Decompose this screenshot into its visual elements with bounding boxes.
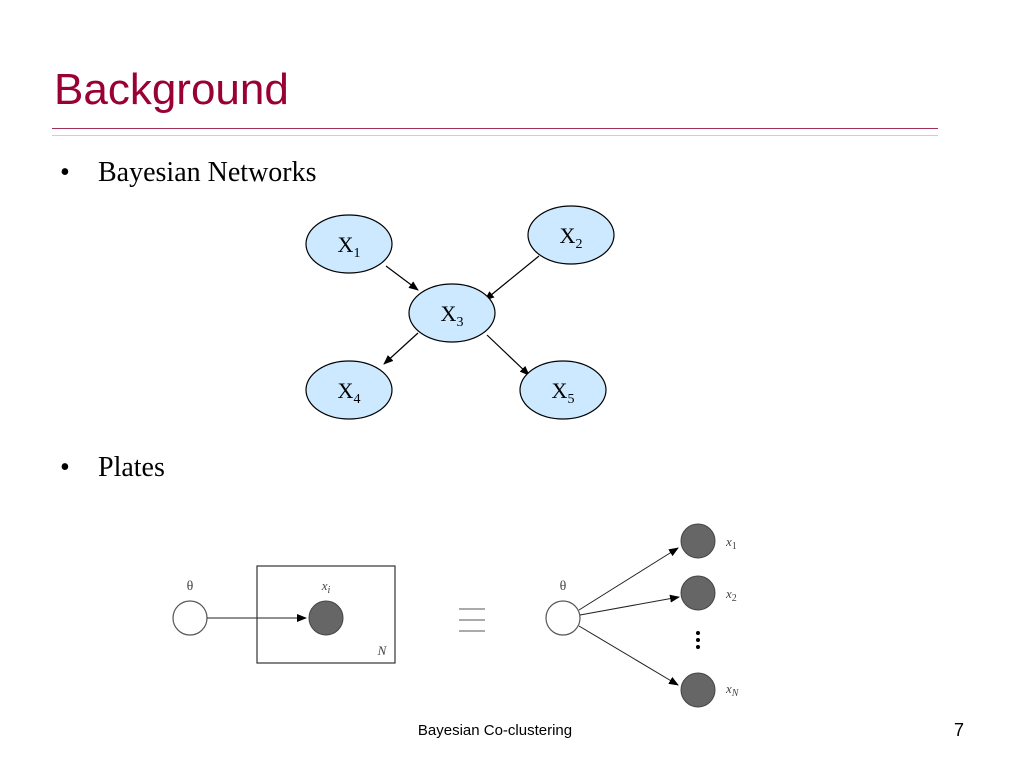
bullet-plates: • Plates	[60, 451, 165, 485]
bayes-node-x2: X2	[527, 205, 615, 265]
footer-title: Bayesian Co-clustering	[417, 722, 573, 739]
bayes-node-x3: X3	[408, 283, 496, 343]
bayes-node-x4: X4	[305, 360, 393, 420]
ellipsis-dots	[696, 631, 700, 649]
theta-label: θ	[187, 579, 194, 594]
bayes-node-x5: X5	[519, 360, 607, 420]
plate-box	[256, 565, 396, 664]
plate-diagram: θ xi N	[172, 565, 396, 664]
edge-x3-x4	[383, 332, 419, 365]
x1-label: x1	[725, 534, 737, 552]
bullet-bayesian-networks: • Bayesian Networks	[60, 156, 317, 190]
title-divider-top	[52, 128, 938, 129]
bullet-marker: •	[60, 452, 70, 483]
slide-title: Background	[54, 65, 289, 114]
theta-node	[172, 600, 208, 636]
bayes-net-edges	[383, 255, 540, 376]
xi-node	[308, 600, 344, 636]
plate-n-label: N	[377, 643, 388, 658]
bullet-text: Bayesian Networks	[98, 157, 317, 188]
node-ellipse	[305, 214, 393, 274]
edge-x2-x3	[484, 255, 540, 301]
node-ellipse	[408, 283, 496, 343]
node-label: X1	[338, 232, 361, 261]
node-label: X5	[552, 378, 575, 407]
page-number: 7	[953, 720, 964, 740]
bullet-marker: •	[60, 157, 70, 188]
bayes-node-x1: X1	[305, 214, 393, 274]
node-ellipse	[527, 205, 615, 265]
unrolled-diagram: θ x1 x2 xN	[545, 523, 740, 708]
x2-node	[680, 575, 716, 611]
bullet-text: Plates	[98, 452, 165, 483]
edge-theta-x1	[578, 547, 679, 611]
edge-theta-x2	[579, 594, 680, 616]
edge-x3-x5	[486, 334, 530, 376]
node-ellipse	[519, 360, 607, 420]
equivalence-symbol	[459, 608, 485, 632]
xi-label: xi	[321, 578, 331, 596]
theta-label: θ	[560, 579, 567, 594]
title-divider-bottom	[52, 135, 938, 136]
xn-label: xN	[725, 681, 740, 699]
edge-theta-xn	[578, 625, 679, 686]
theta-node	[545, 600, 581, 636]
edge-x1-x3	[385, 265, 419, 291]
x1-node	[680, 523, 716, 559]
xn-node	[680, 672, 716, 708]
node-ellipse	[305, 360, 393, 420]
x2-label: x2	[725, 586, 737, 604]
node-label: X4	[338, 378, 361, 407]
node-label: X3	[441, 301, 464, 330]
node-label: X2	[560, 223, 583, 252]
